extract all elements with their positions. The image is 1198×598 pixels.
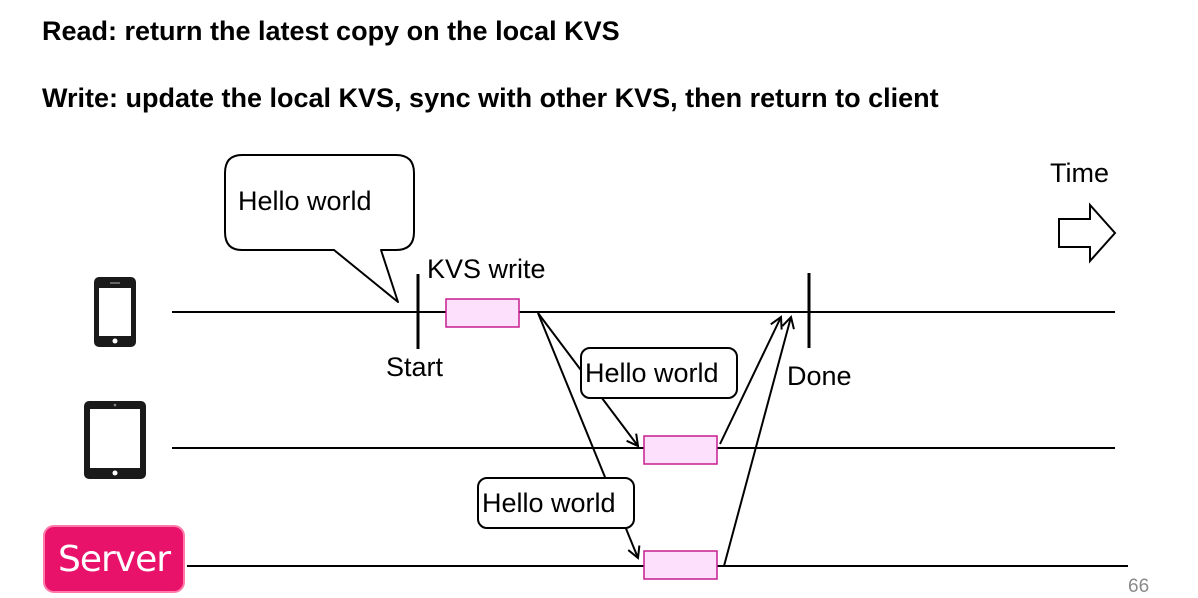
time-label: Time: [1050, 158, 1109, 188]
page-number: 66: [1128, 576, 1150, 597]
server-message-text: Hello world: [482, 488, 616, 518]
phone-kvs-write-box: [445, 298, 520, 328]
time-arrow-icon: [1058, 202, 1117, 264]
ack-arrow-from-tablet: [719, 317, 781, 445]
server-kvs-write-box: [643, 550, 718, 580]
start-label: Start: [386, 352, 444, 382]
tablet-message-box: [580, 347, 738, 399]
server-badge: Server: [43, 525, 185, 593]
hello-world-speech-bubble: [224, 154, 415, 303]
phone-icon: [94, 277, 136, 347]
ack-arrow-from-server: [723, 317, 791, 567]
tablet-icon: [84, 401, 146, 479]
write-heading: Write: update the local KVS, sync with o…: [42, 83, 939, 113]
speech-bubble-text: Hello world: [238, 186, 372, 216]
server-message-box: [477, 477, 635, 529]
done-label: Done: [787, 361, 852, 391]
server-label: Server: [57, 538, 171, 580]
tablet-message-text: Hello world: [585, 358, 719, 388]
read-heading: Read: return the latest copy on the loca…: [42, 16, 620, 46]
tablet-kvs-write-box: [643, 435, 718, 465]
kvs-write-label: KVS write: [427, 254, 546, 284]
